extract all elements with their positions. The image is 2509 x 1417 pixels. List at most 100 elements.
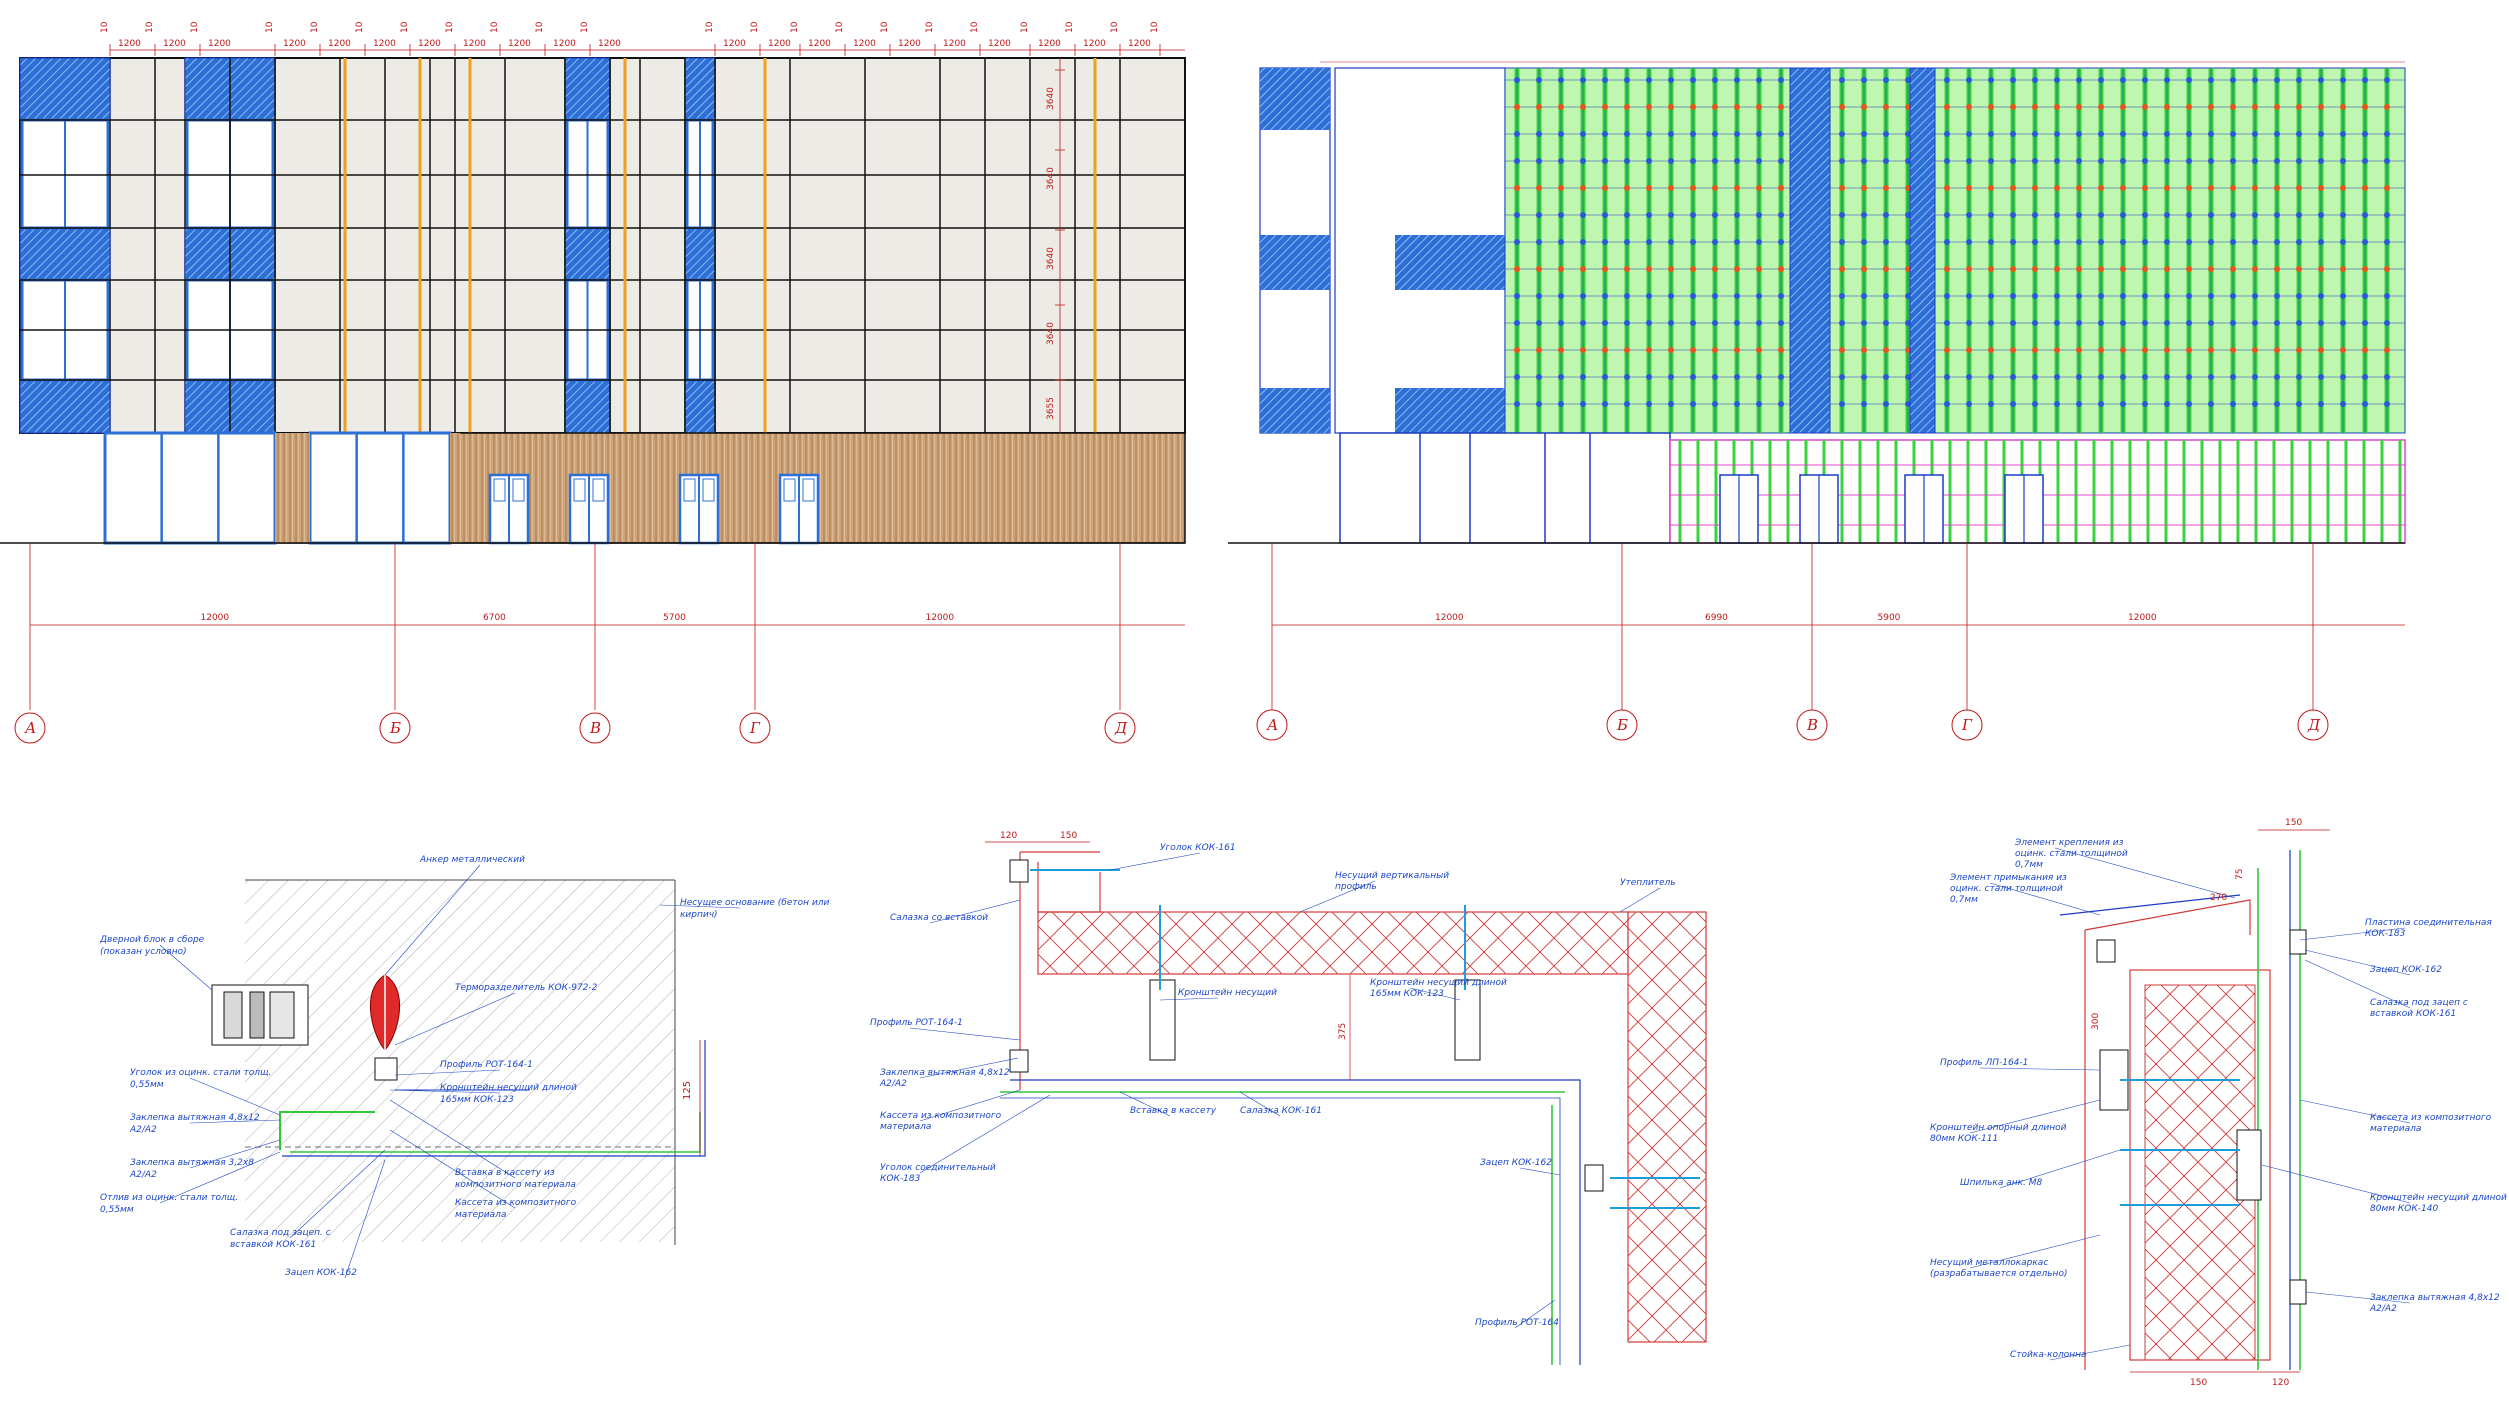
leader-line [289,1149,386,1239]
bracket-anchor [1514,239,1520,245]
bracket-anchor [1778,401,1784,407]
bracket-anchor [1690,320,1696,326]
bracket-anchor [1624,401,1630,407]
bracket-anchor [1646,320,1652,326]
bracket-anchor [2054,239,2060,245]
bracket-anchor [1734,212,1740,218]
bracket-anchor [2142,266,2148,272]
bracket-anchor [1778,212,1784,218]
span-dimension: 6700 [483,613,506,623]
callout-text: Заклепка вытяжная 4,8х12 [880,1068,1010,1078]
bracket-anchor [1756,212,1762,218]
bracket-anchor [1558,212,1564,218]
leader-line [1969,1234,2101,1269]
gap-dimension: 10 [445,21,455,33]
spandrel-panel [1395,388,1505,433]
bracket-anchor [1756,320,1762,326]
callout-text: Уголок КОК-161 [1160,843,1236,853]
bracket-anchor [1883,320,1889,326]
bracket-anchor [2120,212,2126,218]
bracket-anchor [1756,104,1762,110]
gap-dimension: 10 [190,21,200,33]
bracket-anchor [2252,320,2258,326]
callout-text: вставкой КОК-161 [2370,1009,2456,1019]
bracket-anchor [2142,131,2148,137]
bracket-anchor [2010,212,2016,218]
bracket-anchor [1988,131,1994,137]
bracket-anchor [2318,266,2324,272]
door-vision-panel [573,478,586,502]
bracket-anchor [2142,293,2148,299]
bracket-anchor [1668,320,1674,326]
bracket-anchor [2252,401,2258,407]
bracket-anchor [1944,320,1950,326]
bracket-anchor [1966,320,1972,326]
bracket-anchor [2120,77,2126,83]
bracket-anchor [2296,293,2302,299]
level-dimension: 3655 [1046,397,1056,420]
bracket-anchor [2142,77,2148,83]
bracket-anchor [2230,347,2236,353]
bracket-anchor [2142,401,2148,407]
bracket-anchor [1602,131,1608,137]
leader-line [389,1089,501,1094]
bracket-anchor [1861,185,1867,191]
bracket-anchor [2076,293,2082,299]
leader-line [189,1119,281,1124]
leader-line [1989,882,2101,916]
leader-line [909,1027,1021,1041]
bracket-anchor [1883,185,1889,191]
bracket-anchor [1668,131,1674,137]
callout-text: 165мм КОК-123 [1370,989,1444,999]
bracket-anchor [2186,347,2192,353]
callout-text: КОК-183 [2365,929,2406,939]
bracket-anchor [2142,347,2148,353]
bracket-anchor [2296,185,2302,191]
bracket-anchor [1756,293,1762,299]
axis-bubble [579,712,611,744]
bracket-anchor [2142,320,2148,326]
bracket-anchor [1988,212,1994,218]
bracket-anchor [2076,104,2082,110]
bracket-anchor [2010,293,2016,299]
bracket-anchor [1883,131,1889,137]
gap-dimension: 10 [310,21,320,33]
detail3-dimension: 75 [2235,869,2245,880]
bracket-anchor [2362,185,2368,191]
bracket-anchor [2032,77,2038,83]
bracket-anchor [1839,239,1845,245]
bracket-anchor [2230,239,2236,245]
bracket-anchor [2186,320,2192,326]
bracket-anchor [2032,212,2038,218]
bracket-anchor [2230,374,2236,380]
bracket-anchor [1536,266,1542,272]
bracket-anchor [1624,266,1630,272]
gap-dimension: 10 [400,21,410,33]
bracket-anchor [2186,77,2192,83]
bracket-anchor [1558,320,1564,326]
bracket-anchor [1624,212,1630,218]
bracket-anchor [2362,131,2368,137]
bracket-anchor [2098,266,2104,272]
bracket-anchor [1839,185,1845,191]
bracket-anchor [1944,347,1950,353]
leader-line [2049,1344,2131,1361]
bracket-anchor [2252,131,2258,137]
bracket-anchor [1602,158,1608,164]
bracket-anchor [1558,266,1564,272]
module-dimension: 1200 [418,39,441,49]
bracket-anchor [1734,374,1740,380]
bracket-anchor [2076,266,2082,272]
storefront-glazing [103,431,277,545]
bracket-anchor [1624,293,1630,299]
bracket-anchor [2318,158,2324,164]
bracket-anchor [2032,158,2038,164]
bracket-anchor [2120,320,2126,326]
gap-dimension: 10 [970,21,980,33]
bracket-anchor [2384,131,2390,137]
bracket-anchor [1712,266,1718,272]
bracket-anchor [1734,185,1740,191]
